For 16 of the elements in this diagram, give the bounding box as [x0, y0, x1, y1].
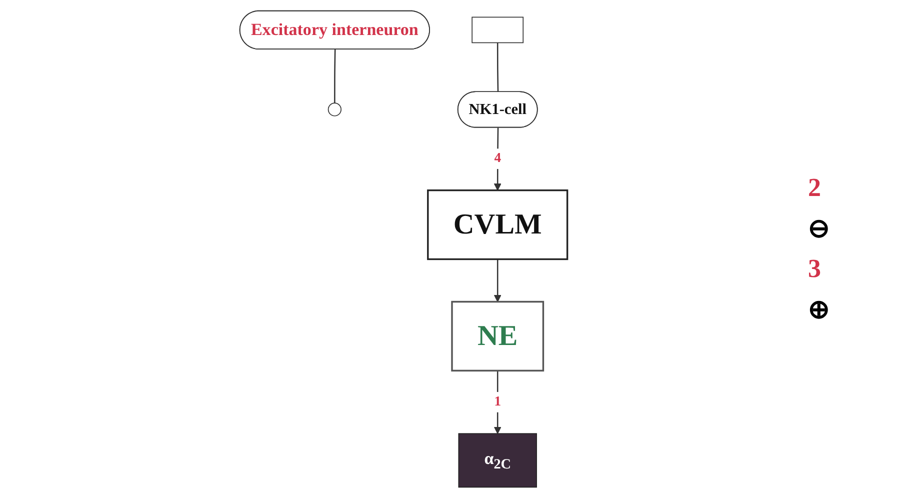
- arrow: [494, 370, 502, 434]
- edge-label: 1: [494, 394, 502, 409]
- edge-label: 4: [494, 151, 502, 166]
- sign-symbol: ⊖: [808, 213, 831, 244]
- node-box: α$_{2C}$: [458, 433, 538, 488]
- step-number: 2: [808, 173, 822, 203]
- node-box: [472, 16, 524, 44]
- node-circle: [328, 102, 342, 116]
- arrow: [494, 128, 502, 191]
- step-number: 3: [808, 254, 822, 284]
- sign-symbol: ⊕: [808, 294, 831, 325]
- arrow: [494, 259, 502, 302]
- connector: [497, 42, 500, 92]
- node-box: NE: [452, 300, 544, 372]
- node-box: CVLM: [427, 189, 569, 260]
- connector: [334, 50, 336, 104]
